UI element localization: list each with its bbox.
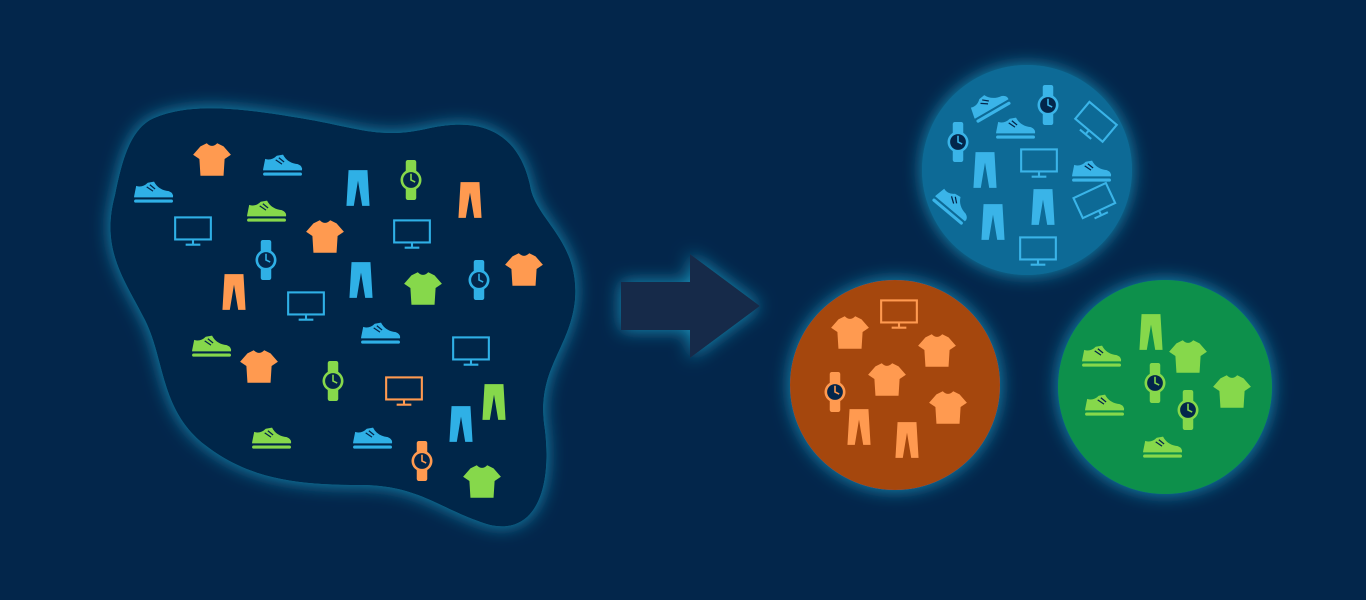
unsorted-items-blob	[110, 108, 576, 527]
arrow-icon	[621, 254, 760, 358]
cluster-green	[1058, 280, 1272, 494]
